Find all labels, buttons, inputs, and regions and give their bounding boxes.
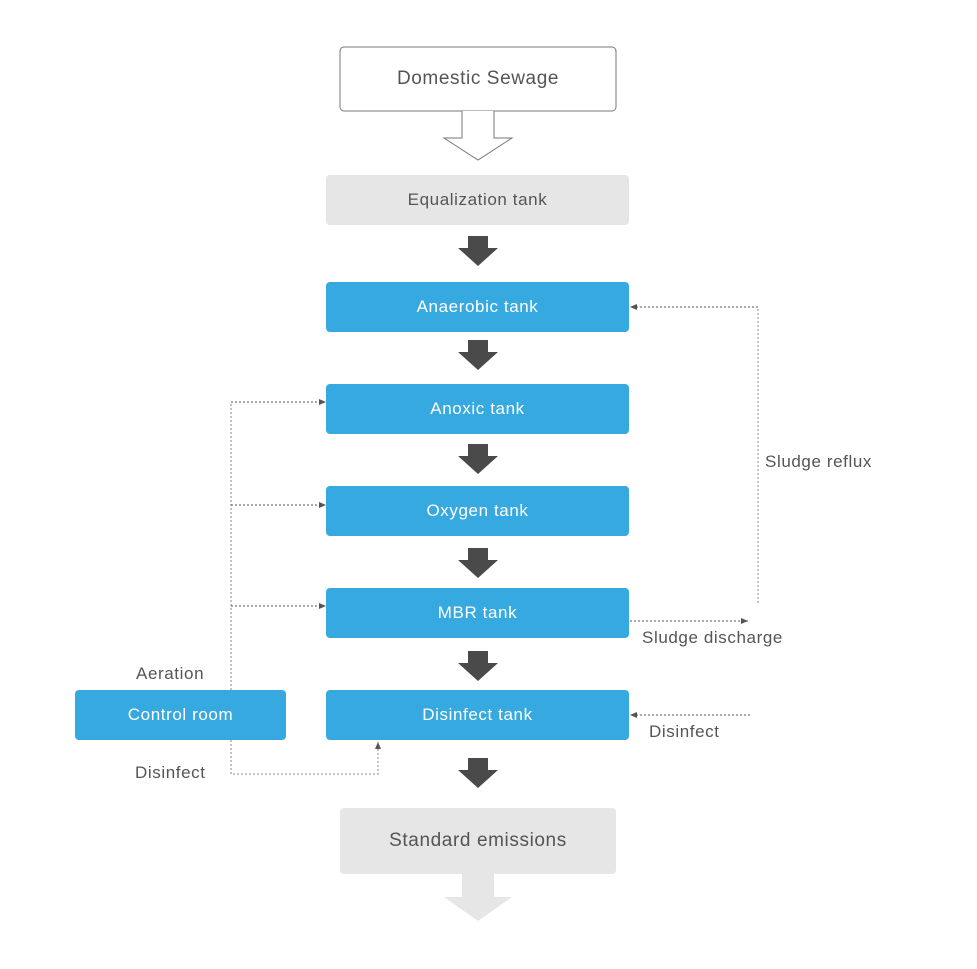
oxygen-tank: Oxygen tank (326, 486, 629, 536)
flow-arrow-disinfect-to-emissions (458, 758, 498, 788)
sewage-outflow-arrow (442, 111, 514, 161)
disinfect-left-line (230, 740, 381, 775)
flow-arrow-oxygen-to-mbr (458, 548, 498, 578)
domestic-sewage-label: Domestic Sewage (396, 68, 560, 89)
disinfect-left-label: Disinfect (135, 763, 206, 782)
standard-emissions: Standard emissions (340, 808, 616, 874)
control-room: Control room (75, 690, 286, 740)
flow-arrow-mbr-to-disinfect (458, 651, 498, 681)
equalization-tank: Equalization tank (326, 175, 629, 225)
emissions-outflow-arrow (444, 874, 512, 921)
disinfect-tank: Disinfect tank (326, 690, 629, 740)
anaerobic-tank: Anaerobic tank (326, 282, 629, 332)
flow-arrow-equalization-to-anaerobic (458, 236, 498, 266)
mbr-tank: MBR tank (326, 588, 629, 638)
flow-arrow-anaerobic-to-anoxic (458, 340, 498, 370)
sludge-reflux-label: Sludge reflux (765, 452, 873, 471)
disinfect-right-label: Disinfect (649, 722, 720, 741)
anoxic-tank: Anoxic tank (326, 384, 629, 434)
sludge-discharge-label: Sludge discharge (642, 628, 783, 647)
flow-arrow-anoxic-to-oxygen (458, 444, 498, 474)
aeration-label: Aeration (136, 664, 205, 683)
